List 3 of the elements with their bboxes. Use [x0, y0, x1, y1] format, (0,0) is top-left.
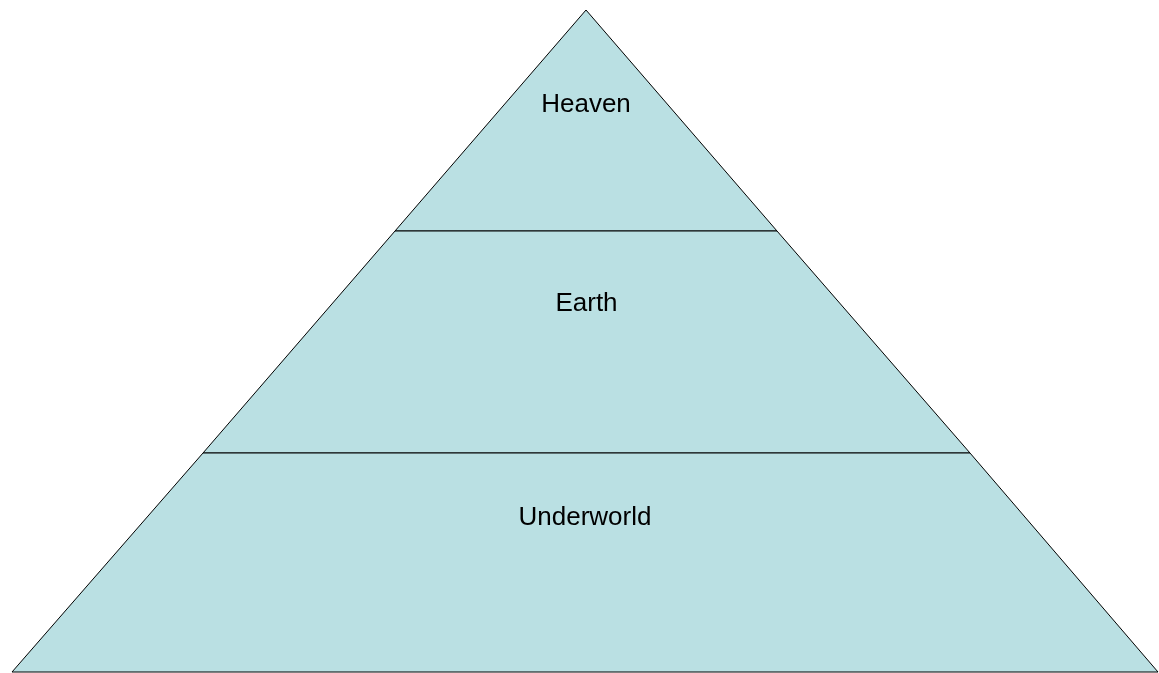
tier-label: Underworld [518, 501, 652, 532]
tier-label: Heaven [541, 88, 631, 119]
tier-label: Earth [555, 287, 618, 318]
